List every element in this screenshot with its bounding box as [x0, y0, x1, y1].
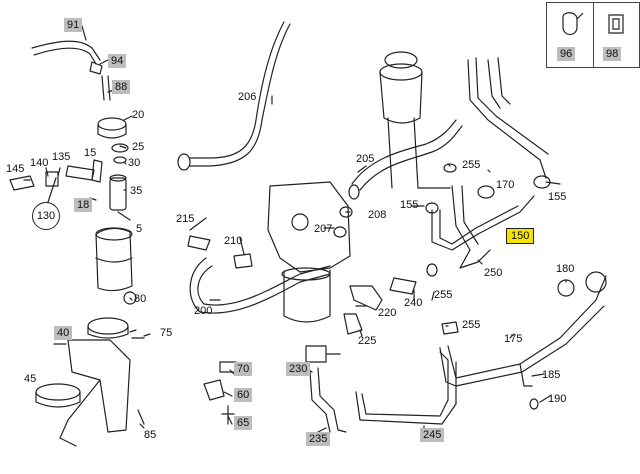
clamp-40 [87, 317, 129, 335]
callout-255-c[interactable]: 255 [462, 319, 481, 331]
callout-65[interactable]: 65 [234, 416, 253, 430]
fitting-140 [45, 171, 59, 187]
reservoir-cap-20 [97, 117, 127, 131]
callout-45[interactable]: 45 [24, 373, 37, 385]
callout-185[interactable]: 185 [542, 369, 561, 381]
callout-240[interactable]: 240 [404, 297, 423, 309]
reservoir-top [379, 71, 423, 124]
callout-75[interactable]: 75 [160, 327, 173, 339]
callout-155-b[interactable]: 155 [400, 199, 419, 211]
callout-140[interactable]: 140 [30, 157, 49, 169]
callout-207[interactable]: 207 [314, 223, 333, 235]
callout-180[interactable]: 180 [556, 263, 575, 275]
fitting-94 [89, 61, 103, 75]
callout-208[interactable]: 208 [368, 209, 387, 221]
clip-icon [608, 14, 624, 34]
callout-230[interactable]: 230 [286, 362, 311, 376]
legend-panel: 96 98 [546, 2, 640, 68]
bracket [67, 339, 131, 433]
callout-94[interactable]: 94 [108, 54, 127, 68]
hose-206 [189, 23, 291, 167]
bracket-60 [203, 379, 225, 401]
callout-18[interactable]: 18 [74, 198, 93, 212]
callout-150-highlighted[interactable]: 150 [506, 228, 535, 244]
callout-35[interactable]: 35 [130, 185, 143, 197]
callout-235[interactable]: 235 [306, 432, 331, 446]
steering-pump [267, 181, 351, 273]
legend-label-98: 98 [603, 47, 622, 61]
callout-60[interactable]: 60 [234, 388, 253, 402]
callout-30[interactable]: 30 [128, 157, 141, 169]
callout-206[interactable]: 206 [238, 91, 257, 103]
clamp-45 [35, 383, 81, 401]
callout-145[interactable]: 145 [6, 163, 25, 175]
callout-220[interactable]: 220 [378, 307, 397, 319]
callout-190[interactable]: 190 [548, 393, 567, 405]
line-88 [101, 75, 111, 101]
callout-250[interactable]: 250 [484, 267, 503, 279]
hose-245 [361, 351, 449, 417]
hose-235 [317, 367, 347, 433]
callout-205[interactable]: 205 [356, 153, 375, 165]
hose-150 [467, 59, 547, 179]
callout-255-b[interactable]: 255 [434, 289, 453, 301]
callout-5[interactable]: 5 [136, 223, 143, 235]
fitting-225 [343, 313, 363, 335]
fitting-220 [349, 285, 383, 311]
callout-245[interactable]: 245 [420, 428, 445, 442]
callout-210[interactable]: 210 [224, 235, 243, 247]
legend-label-96: 96 [557, 47, 576, 61]
callout-225[interactable]: 225 [358, 335, 377, 347]
callout-215[interactable]: 215 [176, 213, 195, 225]
callout-20[interactable]: 20 [132, 109, 145, 121]
fitting-145 [9, 175, 35, 191]
fitting-230 [305, 345, 327, 363]
hose-175 [447, 275, 607, 379]
hose-91 [31, 40, 101, 61]
callout-170[interactable]: 170 [496, 179, 515, 191]
reservoir-5 [95, 227, 133, 292]
callout-70[interactable]: 70 [234, 362, 253, 376]
callout-88[interactable]: 88 [112, 80, 131, 94]
hose-200 [197, 265, 331, 306]
legend-divider [593, 3, 594, 67]
callout-130[interactable]: 130 [32, 202, 60, 230]
callout-85[interactable]: 85 [144, 429, 157, 441]
callout-255-a[interactable]: 255 [462, 159, 481, 171]
callout-175[interactable]: 175 [504, 333, 523, 345]
callout-25[interactable]: 25 [132, 141, 145, 153]
callout-40[interactable]: 40 [54, 326, 73, 340]
hose-205 [359, 125, 463, 191]
fitting-135 [65, 165, 95, 181]
callout-155-a[interactable]: 155 [548, 191, 567, 203]
filter-35 [109, 177, 127, 211]
hose-clamp-icon [562, 12, 584, 36]
callout-91[interactable]: 91 [64, 18, 83, 32]
callout-80[interactable]: 80 [134, 293, 147, 305]
callout-200[interactable]: 200 [194, 305, 213, 317]
callout-135[interactable]: 135 [52, 151, 71, 163]
callout-15[interactable]: 15 [84, 147, 97, 159]
